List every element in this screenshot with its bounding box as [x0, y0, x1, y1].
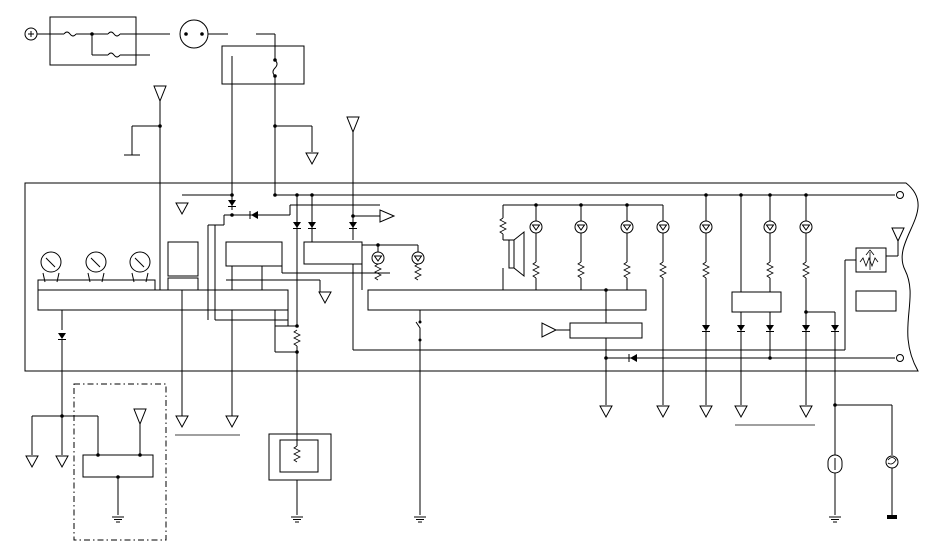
indicator-module: [167, 241, 199, 277]
bulb-icon: [574, 220, 588, 234]
ground-icon: [175, 202, 189, 215]
ground-icon: [599, 405, 613, 418]
bulb-icon: [699, 220, 713, 234]
resistor-icon: [702, 261, 710, 279]
diode-icon: [736, 324, 746, 332]
right-bottom-grounds: [599, 403, 899, 523]
ground-icon: [699, 405, 713, 418]
resistor-icon: [532, 261, 540, 279]
switch-icon: [179, 19, 209, 49]
resistor-icon: [623, 261, 631, 279]
control-module: [225, 241, 283, 267]
ground-icon: [799, 405, 813, 418]
diode-icon: [307, 221, 317, 229]
diode-icon: [765, 324, 775, 332]
ground-icon: [55, 455, 69, 468]
resistor-icon: [414, 263, 422, 281]
fuse-icon: [107, 31, 121, 37]
bulb-icon: [656, 220, 670, 234]
resistor-icon: [499, 217, 507, 235]
ground-terminal-icon: [133, 408, 147, 426]
resistor-icon: [659, 261, 667, 279]
antenna-top-center: [346, 116, 360, 240]
buzzer-section: [499, 205, 525, 290]
ground-terminal-icon: [379, 209, 396, 223]
sender-unit: [268, 433, 332, 481]
resistor-icon: [766, 261, 774, 279]
resistor-icon: [577, 261, 585, 279]
resistor-icon: [374, 263, 382, 281]
gauge-icon: [40, 251, 62, 283]
resistor-icon: [293, 329, 301, 347]
fuse-icon: [63, 31, 77, 37]
bulb-icon: [371, 251, 385, 265]
diode-icon: [830, 324, 840, 332]
meter-bus-bar: [37, 289, 289, 311]
earth-ground-icon: [413, 516, 427, 523]
diode-icon: [801, 324, 811, 332]
buzzer-icon: [508, 239, 515, 269]
center-bottom-wiring: [175, 290, 427, 523]
right-lamp-group: [699, 195, 840, 405]
chassis-ground-icon: [887, 515, 897, 519]
control-module: [731, 291, 782, 313]
ground-terminal-icon: [891, 227, 905, 243]
fuse-box: [49, 16, 137, 66]
control-module: [569, 322, 643, 339]
fuse-icon: [107, 52, 121, 58]
ground-terminal-icon: [346, 116, 360, 134]
diode-row: [208, 195, 380, 226]
ground-terminal-icon: [541, 322, 558, 338]
main-bus-line: [273, 191, 904, 199]
left-bottom-wiring: [25, 310, 167, 541]
relay-box: [221, 45, 305, 85]
dimmer-section: [844, 227, 905, 350]
bulb-icon: [411, 251, 425, 265]
control-modules: [225, 195, 418, 326]
battery-fuse-section: [24, 16, 305, 195]
gauge-icon: [129, 251, 151, 283]
control-module: [855, 290, 897, 312]
gauge-icon: [85, 251, 107, 283]
antenna-ground-left: [124, 85, 167, 290]
indicator-lamp-row: [503, 203, 670, 405]
earth-ground-icon: [111, 516, 125, 523]
resistor-icon: [293, 445, 301, 463]
diode-icon: [251, 211, 258, 219]
ground-icon: [305, 152, 319, 165]
ground-icon: [318, 291, 332, 304]
diode-icon: [227, 199, 237, 207]
ground-branch-top: [273, 124, 319, 165]
diode-icon: [57, 332, 67, 340]
warning-lamps-center: [371, 245, 425, 281]
gauges: [37, 225, 289, 320]
bulb-icon: [799, 220, 813, 234]
bulb-icon: [620, 220, 634, 234]
ground-icon: [656, 405, 670, 418]
ground-icon: [175, 415, 189, 428]
diode-icon: [348, 221, 358, 229]
resistor-icon: [802, 261, 810, 279]
diode-icon: [630, 354, 637, 362]
bulb-icon: [763, 220, 777, 234]
bulb-icon: [529, 220, 543, 234]
ground-icon: [734, 405, 748, 418]
sensor-unit-outline: [73, 383, 167, 541]
lower-panel-wiring: [215, 264, 904, 515]
diode-icon: [701, 324, 711, 332]
left-inner-ground: [175, 193, 234, 215]
earth-ground-icon: [828, 516, 842, 523]
earth-ground-icon: [290, 516, 304, 523]
ground-icon: [25, 455, 39, 468]
meter-bus-bar: [367, 289, 647, 311]
ground-icon: [225, 415, 239, 428]
sensor-module: [82, 454, 154, 478]
diode-icon: [292, 221, 302, 229]
control-module: [303, 241, 363, 265]
ground-terminal-icon: [153, 85, 167, 103]
switch-icon: [415, 321, 421, 340]
combination-meter-panel: [24, 182, 919, 372]
